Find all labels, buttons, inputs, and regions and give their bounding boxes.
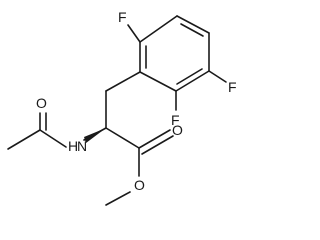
atom-f-top: F (118, 9, 127, 25)
bond-ester-co-2 (141, 135, 174, 155)
atom-labels: F F F O H N O O (36, 9, 237, 193)
atom-o-amide: O (36, 95, 47, 111)
ring-bond-c2-c3 (176, 15, 210, 34)
ring-bond-c1-c2 (139, 15, 178, 43)
atom-n-amide: N (77, 138, 87, 154)
bond-ring-ch2 (105, 71, 141, 92)
atom-h-amide: H (68, 138, 78, 154)
atom-o-ester-carbonyl: O (172, 122, 183, 138)
bond-ring-f-top (127, 24, 141, 43)
ring-inner-double-bond-2 (176, 68, 203, 85)
ring-bond-c5-c6 (139, 71, 177, 92)
atom-f-right: F (228, 79, 237, 95)
bond-ester-o-methyl (105, 191, 131, 206)
atom-o-ester: O (134, 177, 145, 193)
atom-f-bottom: F (171, 112, 180, 128)
bond-amide-methyl (7, 129, 41, 150)
molecule-structure-diagram: F F F O H N O O (7, 9, 237, 206)
bond-ring-f-right (208, 70, 227, 83)
bond-alpha-ester-carbon (105, 127, 140, 149)
bond-n-amide-carbon (39, 129, 67, 148)
ring-inner-double-bond-1 (180, 23, 204, 37)
ring-bond-c4-c5 (175, 70, 210, 92)
bond-ester-co-1 (138, 129, 171, 149)
bonds (7, 15, 227, 206)
stereo-wedge-bond (84, 128, 106, 143)
